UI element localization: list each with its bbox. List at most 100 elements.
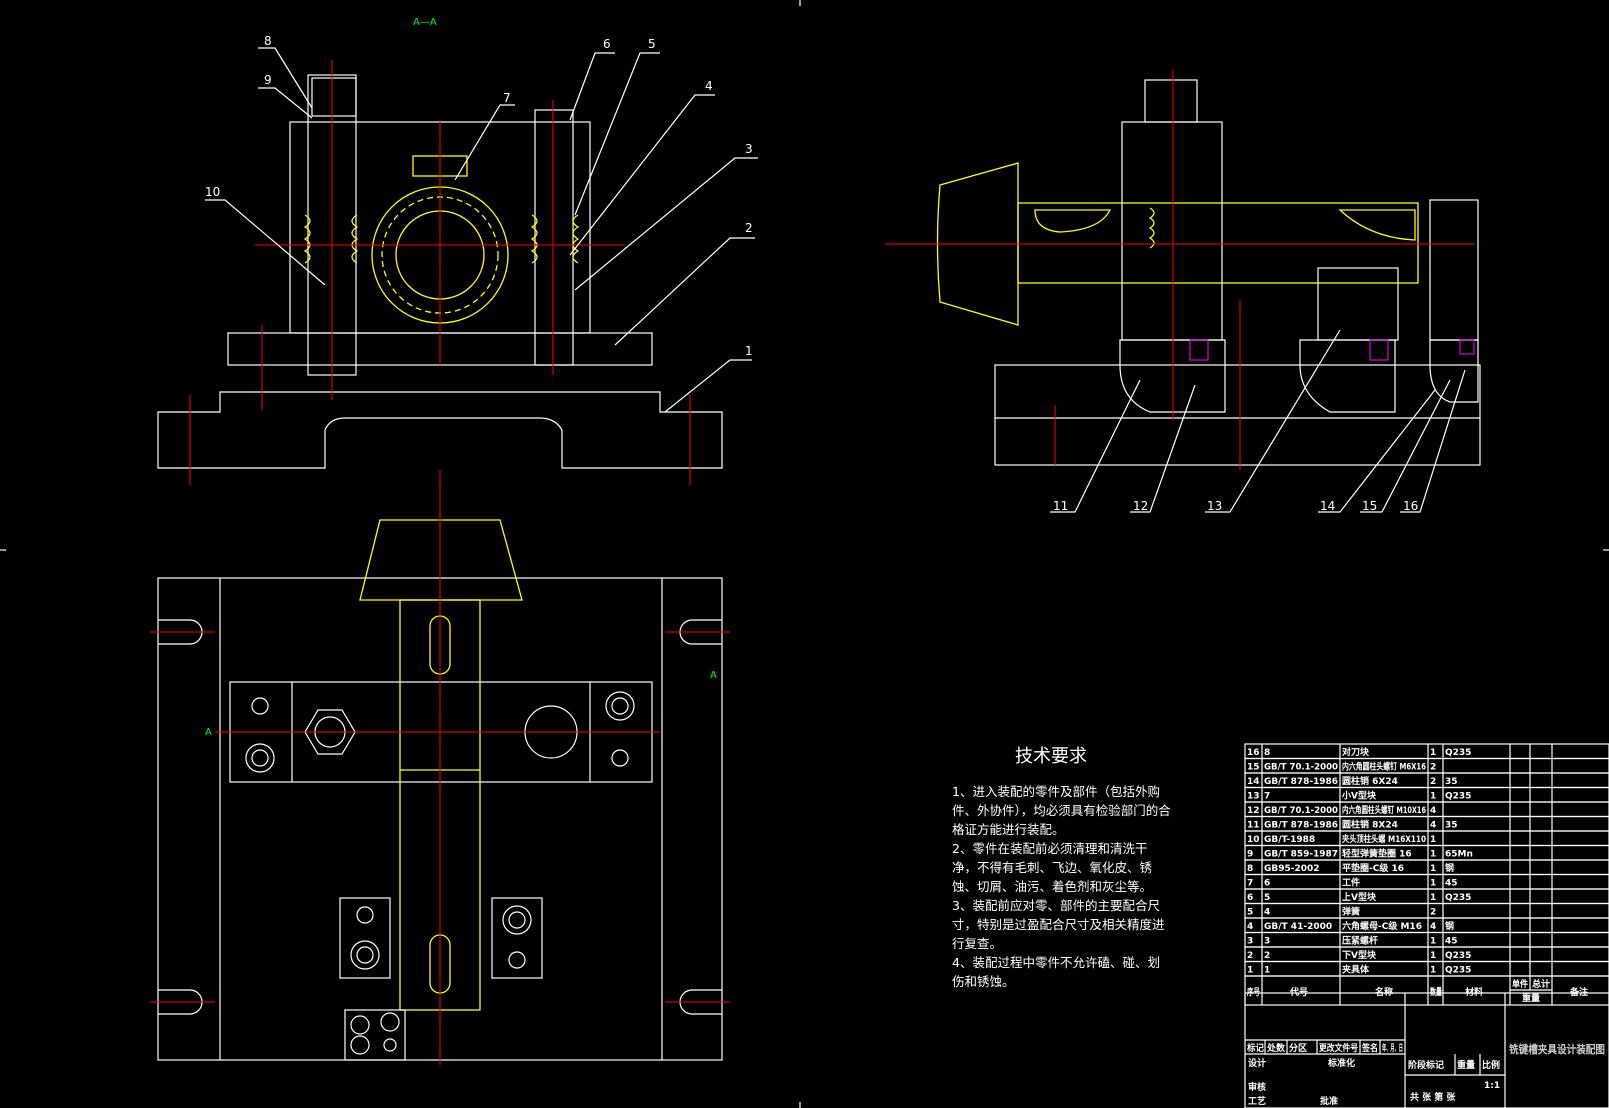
balloon: 8 — [264, 34, 272, 48]
balloon: 12 — [1133, 499, 1148, 513]
bom-cell-qty: 1 — [1430, 893, 1436, 903]
bom-row — [1244, 888, 1609, 905]
bom-cell-code: GB/T 878-1986 — [1264, 821, 1338, 831]
bom-cell-mat: Q235 — [1445, 893, 1471, 903]
bom-cell-qty: 1 — [1430, 792, 1436, 802]
bom-cell-code: GB/T 70.1-2000 — [1264, 763, 1338, 773]
bom-cell-qty: 2 — [1430, 908, 1436, 918]
bom-header-note: 备注 — [1569, 986, 1588, 998]
bom-cell-no: 1 — [1247, 966, 1253, 976]
bom-cell-mat: 35 — [1445, 777, 1458, 787]
balloon: 11 — [1053, 499, 1068, 513]
balloon: 15 — [1362, 499, 1377, 513]
bom-cell-qty: 1 — [1430, 937, 1436, 947]
bom-row — [1244, 931, 1609, 948]
bom-cell-code: GB95-2002 — [1264, 864, 1320, 874]
balloon: 5 — [648, 37, 656, 51]
bom-cell-name: 小V型块 — [1341, 790, 1377, 802]
tech-requirements-title: 技术要求 — [1015, 746, 1087, 767]
bom-cell-mat: Q235 — [1445, 951, 1471, 961]
bom-cell-no: 4 — [1247, 922, 1253, 932]
bom-cell-qty: 1 — [1430, 864, 1436, 874]
bom-cell-name: 六角螺母-C级 M16 — [1342, 920, 1422, 932]
bom-cell-code: 1 — [1264, 966, 1270, 976]
bom-cell-name: 下V型块 — [1342, 949, 1377, 961]
bom-cell-mat: 钢 — [1445, 920, 1454, 932]
bom-cell-name: 内六角圆柱头螺钉 M10X16 — [1342, 804, 1426, 816]
bom-cell-name: 轻型弹簧垫圈 16 — [1342, 848, 1412, 860]
balloon: 9 — [264, 73, 272, 87]
bom-cell-code: 8 — [1264, 748, 1270, 758]
bom-row — [1244, 743, 1609, 760]
bom-cell-no: 9 — [1247, 850, 1253, 860]
bom-cell-qty: 2 — [1430, 763, 1436, 773]
bom-cell-no: 12 — [1247, 806, 1260, 816]
change-header: 分区 — [1289, 1042, 1307, 1054]
tech-item: 1、进入装配的零件及部件（包括外购件、外协件），均必须具有检验部门的合格证方能进… — [952, 784, 1171, 837]
bom-cell-no: 13 — [1247, 792, 1260, 802]
bom-cell-no: 15 — [1247, 763, 1260, 773]
bom-cell-name: 压紧螺杆 — [1342, 935, 1378, 947]
bom-header-no: 序号 — [1247, 986, 1260, 998]
tech-item: 3、装配前应对零、部件的主要配合尺寸，特别是过盈配合尺寸及相关精度进行复查。 — [952, 898, 1165, 951]
change-header: 年、月、日 — [1382, 1042, 1403, 1054]
balloon: 13 — [1207, 499, 1222, 513]
title-block: 标记 处数 分区 更改文件号 签名 年、月、日 设计 标准化 审核 工艺 批准 … — [1244, 992, 1609, 1108]
balloon: 14 — [1320, 499, 1335, 513]
bom-cell-name: 圆柱销 6X24 — [1342, 775, 1398, 787]
process-label: 工艺 — [1248, 1095, 1266, 1107]
bom-cell-qty: 1 — [1430, 748, 1436, 758]
bom-header-code: 代号 — [1289, 986, 1308, 998]
bom-cell-qty: 1 — [1430, 879, 1436, 889]
scale-label: 比例 — [1482, 1059, 1500, 1071]
balloon: 7 — [503, 91, 511, 105]
bom-header-weight: 重量 — [1522, 992, 1540, 1004]
bom-cell-code: GB/T 70.1-2000 — [1264, 806, 1338, 816]
stage-label: 阶段标记 — [1408, 1059, 1444, 1071]
design-label: 设计 — [1248, 1057, 1266, 1069]
front-leaders: 1 2 3 4 5 6 7 8 9 10 — [205, 34, 758, 413]
bom-header-name: 名称 — [1375, 986, 1393, 998]
top-view: A A — [150, 470, 730, 1065]
bom-cell-name: 夹头顶柱头螺 M16X110 — [1342, 833, 1426, 845]
bom-cell-mat: Q235 — [1445, 966, 1471, 976]
bom-cell-no: 3 — [1247, 937, 1253, 947]
bom-row — [1244, 960, 1609, 977]
bom-cell-code: 6 — [1264, 879, 1270, 889]
bom-cell-qty: 1 — [1430, 835, 1436, 845]
sheets-label: 共 张 第 张 — [1410, 1091, 1456, 1103]
tech-requirements: 1、进入装配的零件及部件（包括外购件、外协件），均必须具有检验部门的合格证方能进… — [952, 782, 1172, 991]
bom-cell-name: 工件 — [1342, 877, 1360, 889]
section-mark: A — [710, 670, 717, 681]
bom-cell-no: 8 — [1247, 864, 1253, 874]
balloon: 1 — [745, 344, 753, 358]
scale-value: 1:1 — [1484, 1081, 1500, 1091]
change-header: 标记 — [1246, 1042, 1264, 1054]
bom-cell-code: 7 — [1264, 792, 1270, 802]
bom-cell-no: 11 — [1247, 821, 1260, 831]
bom-cell-mat: Q235 — [1445, 792, 1471, 802]
bom-cell-code: 2 — [1264, 951, 1270, 961]
bom-cell-qty: 4 — [1430, 806, 1436, 816]
bom-cell-name: 弹簧 — [1342, 906, 1360, 918]
bom-cell-code: GB/T 41-2000 — [1264, 922, 1332, 932]
bom-cell-code: GB/T-1988 — [1264, 835, 1315, 845]
bom-cell-code: GB/T 859-1987 — [1264, 850, 1338, 860]
balloon: 6 — [603, 37, 611, 51]
bom-header-qty: 数量 — [1430, 986, 1442, 998]
bom-header — [1244, 975, 1609, 1006]
balloon: 16 — [1403, 499, 1418, 513]
bom-cell-name: 对刀块 — [1342, 746, 1370, 758]
bom-cell-name: 圆柱销 8X24 — [1342, 819, 1398, 831]
bom-cell-no: 6 — [1247, 893, 1253, 903]
section-mark: A — [205, 727, 212, 738]
approve-label: 批准 — [1320, 1095, 1338, 1107]
front-section-view — [157, 60, 723, 485]
balloon: 10 — [205, 185, 220, 199]
change-header: 处数 — [1266, 1042, 1286, 1054]
bom-row — [1244, 873, 1609, 890]
bom-cell-no: 10 — [1247, 835, 1260, 845]
